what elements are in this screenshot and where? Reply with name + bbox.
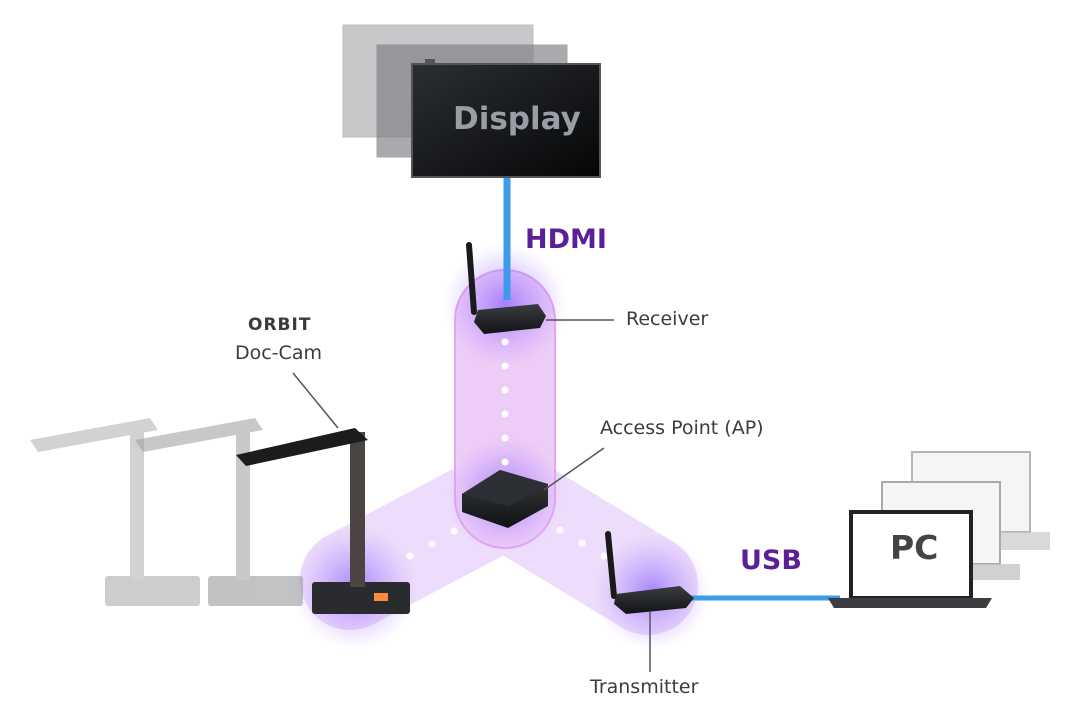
access-point-label: Access Point (AP) <box>600 417 764 439</box>
receiver-device <box>466 242 546 334</box>
doc-cam-label: Doc-Cam <box>235 342 322 364</box>
doc-cam-ghost-1 <box>30 418 200 606</box>
pc-label: PC <box>890 528 939 567</box>
display-monitors <box>342 24 601 178</box>
transmitter-label: Transmitter <box>590 676 699 698</box>
doc-cam-device <box>236 428 410 614</box>
hdmi-label: HDMI <box>525 224 607 255</box>
receiver-label: Receiver <box>626 308 709 330</box>
pc-laptops <box>828 451 1050 608</box>
usb-label: USB <box>740 545 802 576</box>
doc-cam-ghost-2 <box>135 418 303 606</box>
access-point-device <box>462 470 548 528</box>
wireless-dots <box>406 338 608 560</box>
doc-cam-brand: ORBIT <box>248 315 312 335</box>
transmitter-device <box>605 531 694 614</box>
display-label: Display <box>453 101 581 137</box>
leader-lines <box>292 319 651 672</box>
